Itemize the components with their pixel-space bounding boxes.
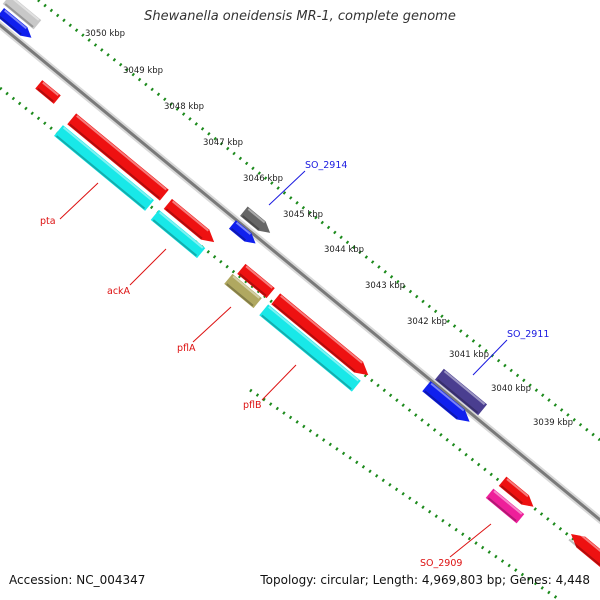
kbp-scale-label: 3046 kbp (243, 174, 283, 184)
gene-label-pta[interactable]: pta (40, 216, 56, 227)
kbp-scale-label: 3048 kbp (164, 102, 204, 112)
gene-so2911-purple[interactable] (434, 368, 488, 416)
kbp-scale-label: 3039 kbp (533, 418, 573, 428)
gene-pta-cyan[interactable] (54, 125, 154, 211)
gene-label-so2909[interactable]: SO_2909 (420, 558, 462, 569)
gene-pfla-red[interactable] (237, 263, 275, 299)
gene-acka-red[interactable] (163, 198, 219, 247)
label-leader-line-pfla (192, 306, 232, 343)
map-title: Shewanella oneidensis MR-1, complete gen… (144, 9, 456, 24)
far-inner-tick-track (249, 388, 561, 600)
kbp-scale-label: 3050 kbp (85, 29, 125, 39)
kbp-scale-label: 3049 kbp (123, 66, 163, 76)
label-leader-line-so2909 (449, 523, 492, 558)
label-leader-line-pta (59, 182, 99, 220)
gene-pflb-cyan[interactable] (259, 304, 361, 392)
gene-label-so2911[interactable]: SO_2911 (507, 329, 549, 340)
gene-label-acka[interactable]: ackA (107, 286, 131, 297)
label-leader-line-so2914 (268, 170, 306, 206)
gene-so2911-blue[interactable] (422, 381, 473, 427)
gene-pfla-olive[interactable] (224, 273, 262, 309)
label-leader-line-pflb (261, 364, 297, 401)
gene-so2914-blue[interactable] (228, 220, 259, 248)
genome-summary-text: Topology: circular; Length: 4,969,803 bp… (260, 573, 590, 587)
gene-label-pfla[interactable]: pflA (177, 343, 196, 354)
label-leader-line-so2911 (472, 339, 508, 376)
gene-edge-red[interactable] (567, 529, 600, 568)
genome-backbone-core (0, 23, 600, 522)
accession-text: Accession: NC_004347 (9, 573, 146, 587)
gene-so2914-gray[interactable] (240, 206, 274, 238)
gene-top-blue[interactable] (0, 8, 35, 42)
kbp-scale-label: 3042 kbp (407, 317, 447, 327)
kbp-scale-label: 3044 kbp (324, 245, 364, 255)
gene-so2909-magenta[interactable] (485, 488, 525, 524)
gene-pflb-red[interactable] (271, 293, 373, 380)
gene-so2909-red[interactable] (498, 476, 537, 512)
gene-label-pflb[interactable]: pflB (243, 400, 262, 411)
gene-acka-cyan[interactable] (150, 209, 206, 259)
kbp-scale-label: 3043 kbp (365, 281, 405, 291)
label-leader-line-acka (129, 248, 167, 286)
gene-pta-red[interactable] (67, 113, 169, 201)
kbp-scale-label: 3040 kbp (491, 384, 531, 394)
gene-small-red[interactable] (35, 80, 61, 104)
kbp-scale-label: 3047 kbp (203, 138, 243, 148)
kbp-scale-label: 3041 kbp (449, 350, 489, 360)
gene-top-gray[interactable] (2, 0, 42, 30)
kbp-scale-label: 3045 kbp (283, 210, 323, 220)
gene-label-so2914[interactable]: SO_2914 (305, 160, 347, 171)
